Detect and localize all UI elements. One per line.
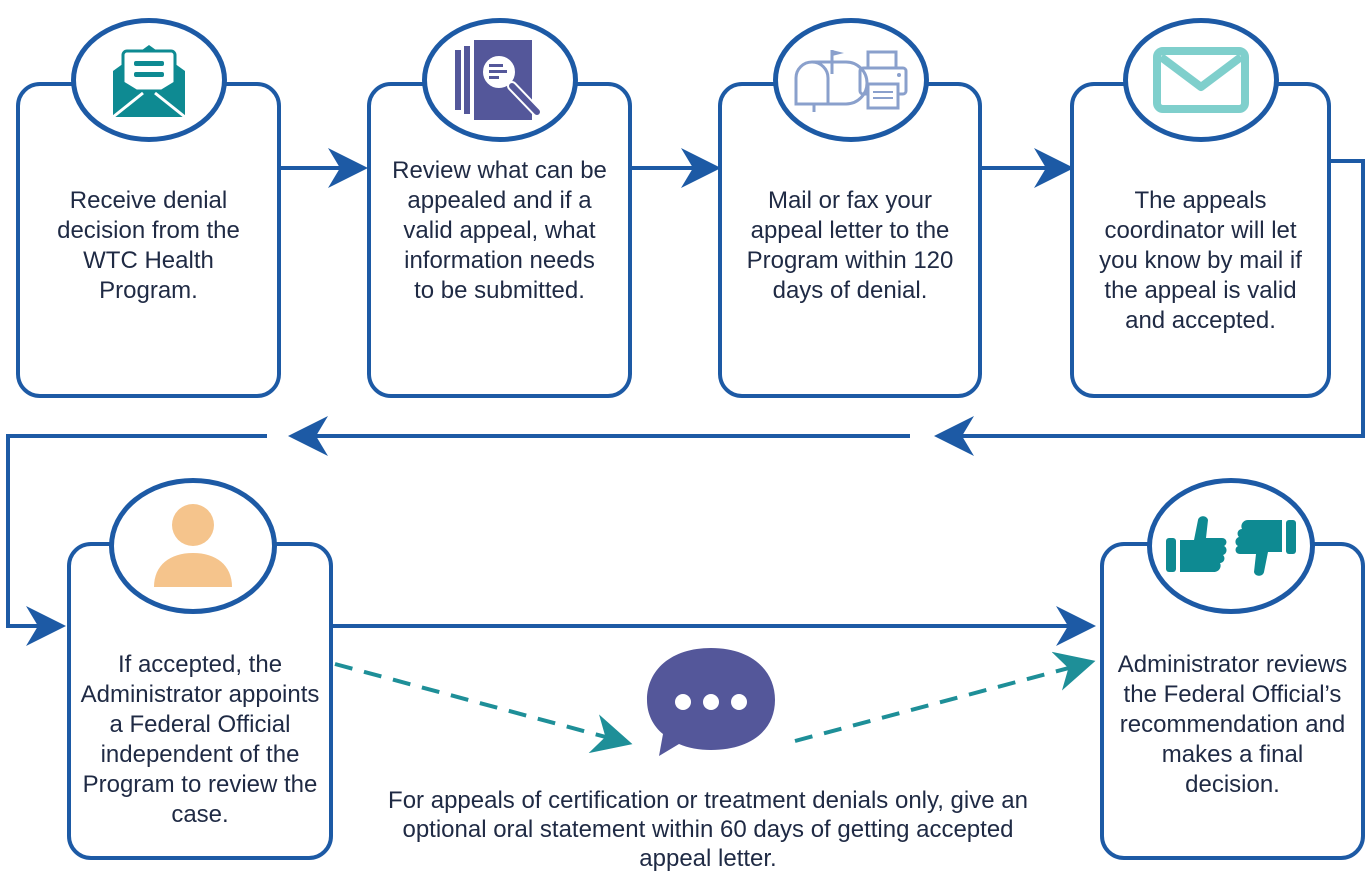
step-6-text: Administrator reviews the Federal Offici… [1117, 651, 1348, 798]
mailbox-fax-icon [794, 50, 908, 112]
dashed-arrow-from-optional [794, 651, 1096, 743]
step-5-text: If accepted, the Administrator appoints … [80, 651, 320, 828]
step-6-icon-circle [1147, 478, 1315, 614]
step-1-text: Receive denial decision from the WTC Hea… [57, 187, 240, 304]
step-4-icon-circle [1123, 18, 1279, 142]
arrow-return-to-step5 [6, 434, 267, 646]
optional-step-text: For appeals of certification or treatmen… [388, 787, 1028, 872]
envelope-icon [1153, 47, 1249, 113]
speech-bubble-icon [647, 648, 775, 756]
person-icon [154, 504, 232, 587]
step-4-text: The appeals coordinator will let you kno… [1099, 187, 1302, 334]
step-2-icon-circle [422, 18, 578, 142]
step-5-icon-circle [109, 478, 277, 614]
step-2-text: Review what can be appealed and if a val… [392, 157, 607, 304]
dashed-arrow-to-optional [334, 662, 633, 754]
thumbs-up-down-icon [1166, 516, 1296, 576]
step-3-icon-circle [773, 18, 929, 142]
step-1-icon-circle [71, 18, 227, 142]
envelope-letter-icon [112, 45, 186, 119]
document-magnifier-icon [455, 40, 542, 120]
arrow-step4-to-return [934, 159, 1365, 456]
step-3-text: Mail or fax your appeal letter to the Pr… [746, 187, 954, 304]
